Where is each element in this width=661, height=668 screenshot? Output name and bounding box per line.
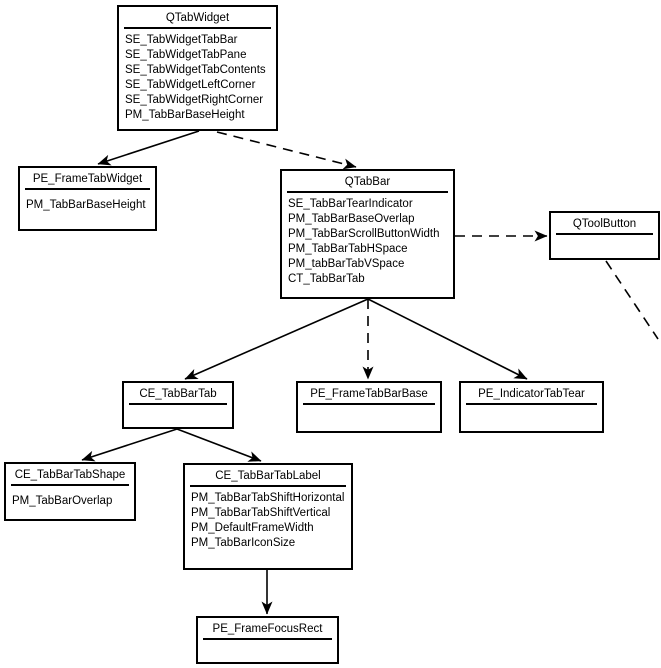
edge-qtoolbutton-to-offscreen — [605, 260, 659, 340]
node-item: SE_TabWidgetTabBar — [125, 34, 238, 46]
node-item: SE_TabWidgetTabContents — [125, 64, 266, 76]
node-item: SE_TabWidgetRightCorner — [125, 94, 264, 106]
title-separator — [466, 403, 597, 405]
node-pe-frametabwidget: PE_FrameTabWidget PM_TabBarBaseHeight — [18, 166, 157, 231]
node-pe-indicatortabtear: PE_IndicatorTabTear — [459, 381, 604, 433]
node-item: PM_tabBarTabVSpace — [288, 258, 405, 270]
node-title: CE_TabBarTabShape — [14, 469, 126, 481]
node-item: SE_TabBarTearIndicator — [288, 198, 413, 210]
node-item: PM_TabBarBaseHeight — [125, 109, 245, 121]
node-item: PM_TabBarIconSize — [191, 537, 296, 549]
node-qtoolbutton: QToolButton — [549, 211, 660, 260]
node-item: PM_TabBarBaseHeight — [26, 199, 146, 211]
node-item: PM_TabBarBaseOverlap — [288, 213, 415, 225]
node-item: PM_TabBarTabShiftVertical — [191, 507, 331, 519]
node-title: PE_IndicatorTabTear — [478, 388, 585, 400]
node-item: SE_TabWidgetTabPane — [125, 49, 247, 61]
title-separator — [25, 188, 150, 190]
node-item: PM_DefaultFrameWidth — [191, 522, 314, 534]
node-item: PM_TabBarTabHSpace — [288, 243, 408, 255]
edge-ce-tabbartab-to-label — [176, 428, 262, 462]
node-item: PM_TabBarScrollButtonWidth — [288, 228, 440, 240]
node-title: CE_TabBarTabLabel — [215, 470, 321, 482]
node-item: CT_TabBarTab — [288, 273, 365, 285]
node-title: PE_FrameTabBarBase — [310, 388, 428, 400]
node-pe-framefocusrect: PE_FrameFocusRect — [196, 616, 339, 664]
title-separator — [129, 403, 227, 405]
node-title: QTabBar — [344, 176, 391, 188]
node-item: PM_TabBarTabShiftHorizontal — [191, 492, 345, 504]
edge-qtabbar-to-ce-tabbartab — [184, 298, 369, 380]
title-separator — [11, 484, 129, 486]
node-qtabbar: QTabBar SE_TabBarTearIndicator PM_TabBar… — [280, 169, 455, 299]
node-ce-tabbartab: CE_TabBarTab — [122, 381, 234, 429]
node-title: CE_TabBarTab — [139, 388, 217, 400]
node-title: QToolButton — [572, 218, 637, 230]
node-item-list: PM_TabBarOverlap — [6, 486, 134, 509]
node-item-list: PM_TabBarTabShiftHorizontal PM_TabBarTab… — [185, 487, 351, 551]
node-title: PE_FrameFocusRect — [212, 623, 323, 635]
node-item-list: SE_TabBarTearIndicator PM_TabBarBaseOver… — [282, 193, 453, 287]
edge-ce-tabbartab-to-shape — [81, 428, 178, 462]
edge-qtabwidget-to-qtabbar — [216, 131, 357, 170]
node-item: SE_TabWidgetLeftCorner — [125, 79, 256, 91]
node-ce-tabbartabshape: CE_TabBarTabShape PM_TabBarOverlap — [4, 462, 136, 521]
node-item-list: SE_TabWidgetTabBar SE_TabWidgetTabPane S… — [119, 29, 276, 123]
title-separator — [556, 233, 653, 235]
edge-qtabwidget-to-pe-frametabwidget — [97, 130, 200, 166]
title-separator — [287, 191, 448, 193]
node-pe-frametabbarbase: PE_FrameTabBarBase — [296, 381, 442, 433]
node-item-list: PM_TabBarBaseHeight — [20, 190, 155, 213]
title-separator — [124, 27, 271, 29]
node-qtabwidget: QTabWidget SE_TabWidgetTabBar SE_TabWidg… — [117, 5, 278, 131]
title-separator — [190, 485, 346, 487]
title-separator — [203, 638, 332, 640]
node-title: QTabWidget — [165, 12, 230, 24]
edge-qtabbar-to-pe-indicatortabtear — [367, 298, 528, 380]
node-ce-tabbartablabel: CE_TabBarTabLabel PM_TabBarTabShiftHoriz… — [183, 463, 353, 570]
title-separator — [303, 403, 435, 405]
node-title: PE_FrameTabWidget — [32, 173, 143, 185]
node-item: PM_TabBarOverlap — [12, 495, 113, 507]
